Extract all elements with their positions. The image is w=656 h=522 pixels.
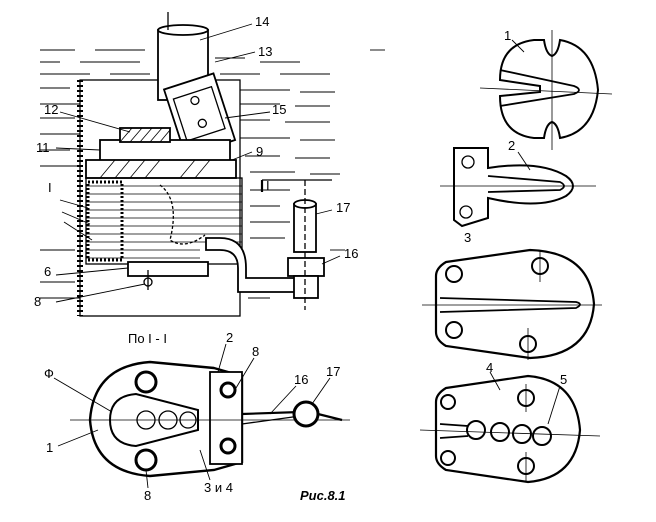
inclined-body-15 [162,72,237,158]
plan-label-2: 2 [226,330,233,345]
part-label-5: 5 [560,372,567,387]
part-drop-plate [422,248,602,360]
bolt-8-bottom [134,448,158,472]
label-13: 13 [258,44,272,59]
plan-label-phi: Ф [44,366,54,381]
part-label-4: 4 [486,360,493,375]
outlet-pipe-16 [205,237,301,293]
section-mark-left: I [48,180,52,195]
plan-label-8-top: 8 [252,344,259,359]
label-16: 16 [344,246,358,261]
main-section-view: 14 13 15 12 11 9 17 16 6 8 I I [34,12,385,317]
label-8: 8 [34,294,41,309]
label-12: 12 [44,102,58,117]
plate-stack [85,177,243,265]
label-11: 11 [36,140,50,155]
label-14: 14 [255,14,269,29]
plan-label-1: 1 [46,440,53,455]
figure-caption: Рис.8.1 [300,488,346,503]
label-17: 17 [336,200,350,215]
part-label-1: 1 [504,28,511,43]
fitting-16 [287,257,325,277]
label-6: 6 [44,264,51,279]
plan-float-17 [292,400,320,428]
plate-stack-layers [86,185,242,259]
plan-label-16: 16 [294,372,308,387]
label-9: 9 [256,144,263,159]
main-leader-lines [55,23,341,303]
plan-leader-lines [53,343,331,489]
part-2-3-bracket: 2 3 [440,138,596,245]
part-5-hole [532,426,552,446]
section-title: По I - I [128,331,167,346]
clamp-plate-11 [99,139,231,163]
part-label-2: 2 [508,138,515,153]
plan-label-3-and-4: 3 и 4 [204,480,233,495]
water-surface-hatching [40,49,385,299]
bracket-9 [85,159,237,179]
part-1-plate: 1 [479,28,613,150]
part-label-3: 3 [464,230,471,245]
plan-label-8-bottom: 8 [144,488,151,503]
plan-view: 2 8 16 17 Ф 1 8 3 и 4 [44,330,350,503]
part-4-5-plate: 4 5 [419,360,601,484]
bolt-8-top [134,370,158,394]
plan-label-17: 17 [326,364,340,379]
base-plate-6 [127,261,209,277]
label-15: 15 [272,102,286,117]
section-mark-right: I [266,178,270,193]
